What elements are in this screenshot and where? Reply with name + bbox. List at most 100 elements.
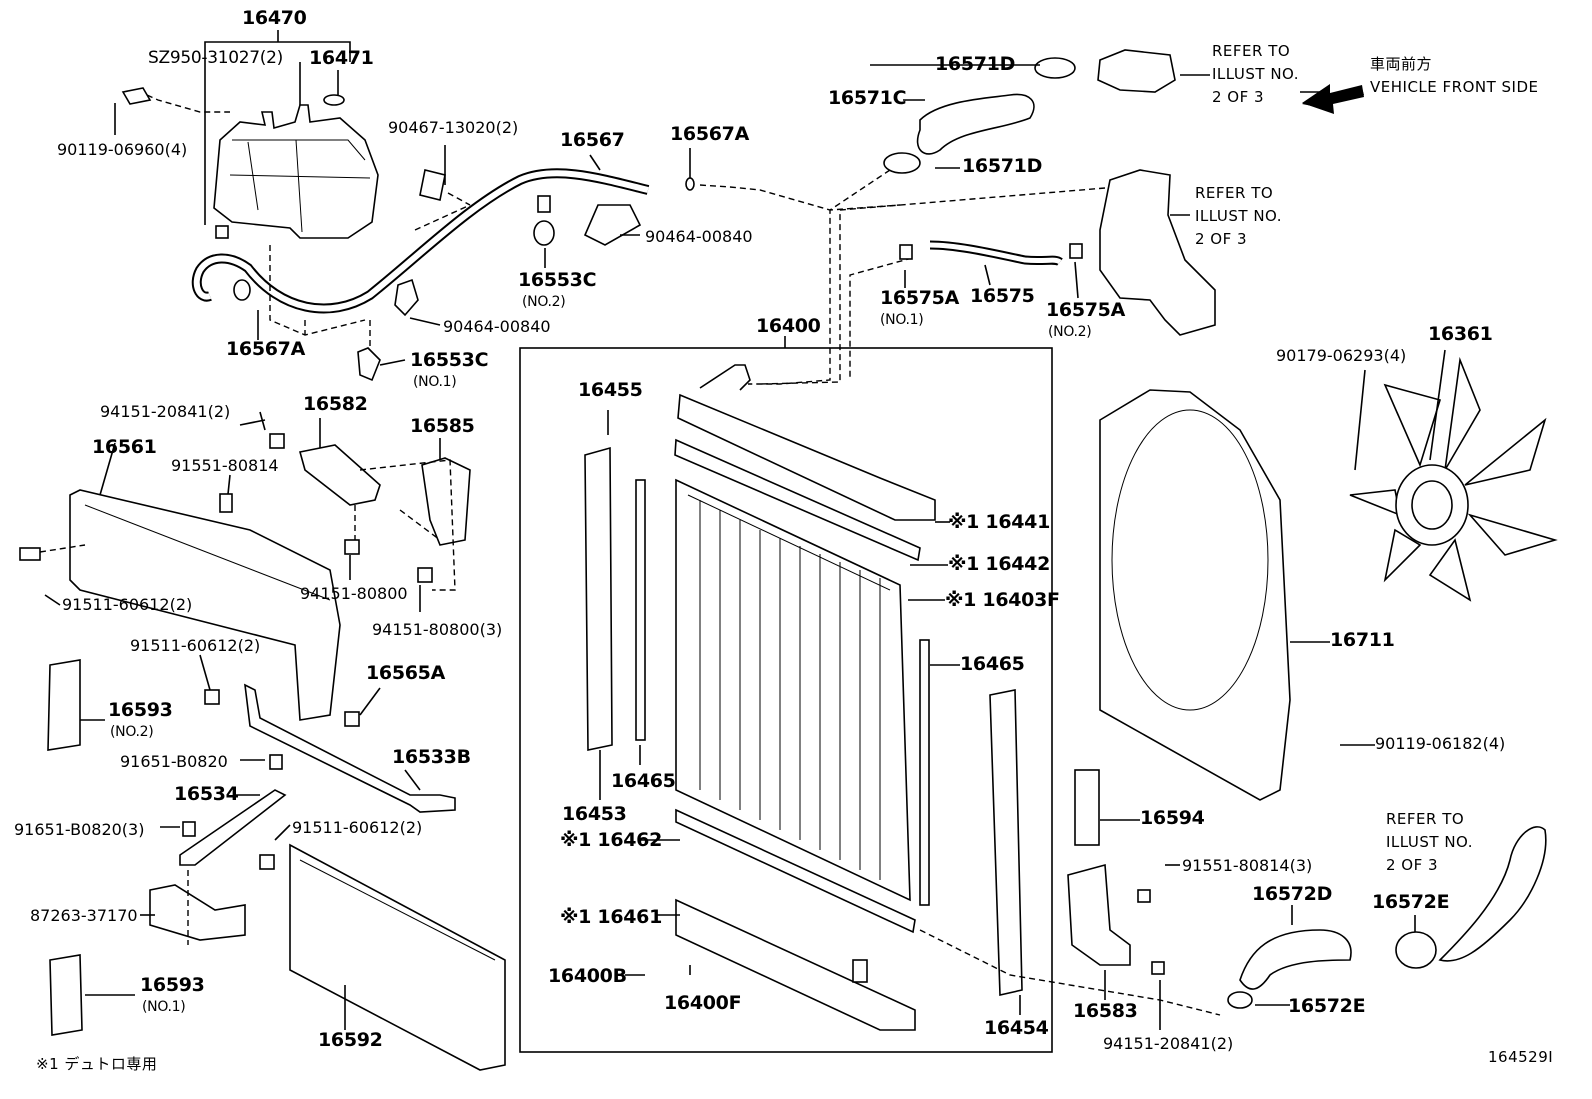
label-90464-b: 90464-00840 [443, 317, 551, 336]
label-sz950: SZ950-31027(2) [148, 48, 283, 68]
label-16567A-right: 16567A [670, 123, 750, 145]
label-16585: 16585 [410, 415, 475, 437]
reservoir-tank-drawing [213, 94, 379, 239]
bar-16533B [244, 683, 456, 813]
label-16361: 16361 [1428, 323, 1493, 345]
cooling-fan [1349, 356, 1558, 602]
label-16571D-bottom: 16571D [962, 155, 1043, 177]
label-16553C-no2: 16553C [518, 269, 597, 291]
label-16553C-no1: 16553C [410, 349, 489, 371]
label-16575A-no1: 16575A [880, 287, 960, 309]
label-94151-20841-bottom: 94151-20841(2) [1103, 1034, 1234, 1053]
radiator-assembly-box [519, 347, 1053, 1053]
label-91511-b: 91511-60612(2) [130, 636, 261, 655]
label-16454: 16454 [984, 1017, 1049, 1039]
label-90119-06960: 90119-06960(4) [57, 140, 188, 159]
label-16575A-no2-sub: (NO.2) [1048, 324, 1092, 340]
label-16575: 16575 [970, 285, 1035, 307]
label-16572E-top: 16572E [1372, 891, 1450, 913]
seal-16593-no2 [47, 659, 81, 751]
label-91551-80814: 91551-80814 [171, 456, 279, 475]
seal-16593-no1 [49, 954, 83, 1036]
label-16470: 16470 [242, 7, 307, 29]
label-91551-3: 91551-80814(3) [1182, 856, 1313, 875]
label-16593-no1-sub: (NO.1) [142, 999, 186, 1015]
label-16575A-no2: 16575A [1046, 299, 1126, 321]
water-outlet [1097, 49, 1176, 93]
label-16400F: 16400F [664, 992, 742, 1014]
label-16711: 16711 [1330, 629, 1395, 651]
label-16400B: 16400B [548, 965, 627, 987]
label-16593-no2: 16593 [108, 699, 173, 721]
label-90464-a: 90464-00840 [645, 227, 753, 246]
label-16441: ※1 16441 [948, 511, 1051, 533]
label-16461: ※1 16461 [560, 906, 663, 928]
footnote: ※1 デュトロ専用 [36, 1055, 158, 1073]
seal-16594 [1074, 769, 1100, 846]
label-16453: 16453 [562, 803, 627, 825]
label-16567A-left: 16567A [226, 338, 306, 360]
label-91651-a: 91651-B0820 [120, 752, 228, 771]
label-16442: ※1 16442 [948, 553, 1051, 575]
label-16553C-no2-sub: (NO.2) [522, 294, 566, 310]
label-90179: 90179-06293(4) [1276, 346, 1407, 365]
label-16582: 16582 [303, 393, 368, 415]
label-16567: 16567 [560, 129, 625, 151]
label-91651-b: 91651-B0820(3) [14, 820, 145, 839]
label-16533B: 16533B [392, 746, 471, 768]
label-16403F: ※1 16403F [945, 589, 1060, 611]
label-16592: 16592 [318, 1029, 383, 1051]
label-16565A: 16565A [366, 662, 446, 684]
radiator-core [675, 478, 911, 902]
label-16583: 16583 [1073, 1000, 1138, 1022]
stay-16534 [179, 789, 287, 866]
label-16561: 16561 [92, 436, 157, 458]
label-16534: 16534 [174, 783, 239, 805]
inlet-pipe [1438, 826, 1547, 962]
bracket-16585 [421, 457, 471, 546]
label-16400: 16400 [756, 315, 821, 337]
label-90467: 90467-13020(2) [388, 118, 519, 137]
label-16553C-no1-sub: (NO.1) [413, 374, 457, 390]
label-91511-c: 91511-60612(2) [292, 818, 423, 837]
upper-support [69, 489, 341, 721]
bolt-90119 [121, 87, 152, 105]
label-16572E-bottom: 16572E [1288, 995, 1366, 1017]
upper-hose [916, 93, 1035, 155]
upper-tank [677, 393, 936, 521]
label-16455: 16455 [578, 379, 643, 401]
label-16593-no2-sub: (NO.2) [110, 724, 154, 740]
label-16465-right: 16465 [960, 653, 1025, 675]
stay-87263 [149, 884, 246, 941]
panel-16592 [289, 843, 506, 1071]
lower-hose [1239, 929, 1352, 990]
water-inlet-housing [1099, 169, 1216, 336]
cap-seal [323, 94, 345, 106]
label-16462: ※1 16462 [560, 829, 663, 851]
label-16593-no1: 16593 [140, 974, 205, 996]
label-16572D: 16572D [1252, 883, 1333, 905]
label-94151-20841-top: 94151-20841(2) [100, 402, 231, 421]
label-91511-a: 91511-60612(2) [62, 595, 193, 614]
label-90119-06182: 90119-06182(4) [1375, 734, 1506, 753]
bracket-16582 [298, 444, 381, 506]
lower-tank [675, 898, 916, 1031]
label-16471: 16471 [309, 47, 374, 69]
label-94151-80800-3: 94151-80800(3) [372, 620, 503, 639]
label-16594: 16594 [1140, 807, 1205, 829]
label-16465-left: 16465 [611, 770, 676, 792]
clip-90467 [419, 169, 446, 201]
label-94151-80800: 94151-80800 [300, 584, 408, 603]
fan-shroud [1099, 389, 1291, 801]
label-16575A-no1-sub: (NO.1) [880, 312, 924, 328]
label-16571D-top: 16571D [935, 53, 1016, 75]
label-16571C: 16571C [828, 87, 907, 109]
diagram-id: 164529I [1488, 1048, 1554, 1066]
label-87263: 87263-37170 [30, 906, 138, 925]
